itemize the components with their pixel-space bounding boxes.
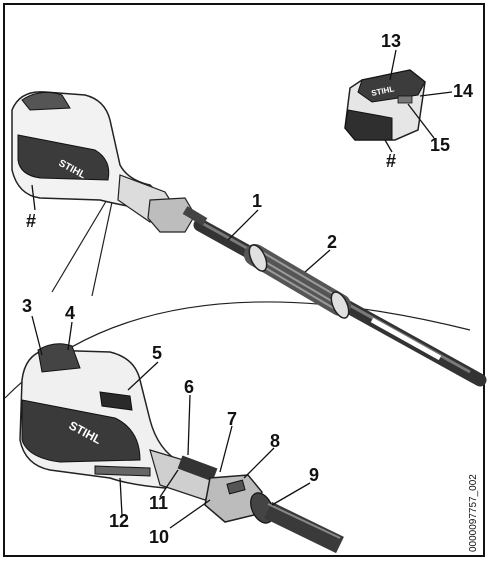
callout-6: 6 [184, 377, 195, 397]
upper-shaft [193, 218, 487, 387]
detail-leader-right [91, 201, 113, 297]
upper-housing: STIHL [11, 91, 208, 233]
callout-15: 15 [430, 135, 451, 155]
callout-4: 4 [65, 303, 76, 323]
image-code: 0000097757_002 [468, 474, 479, 552]
callout-9: 9 [309, 465, 320, 485]
callout-hash-battery: # [386, 151, 397, 171]
callout-1: 1 [252, 191, 263, 211]
leader-lines [31, 49, 453, 529]
detail-leader-left [51, 197, 109, 293]
callout-12: 12 [109, 511, 130, 531]
callout-14: 14 [453, 81, 474, 101]
callout-10: 10 [149, 527, 170, 547]
callout-2: 2 [327, 232, 338, 252]
detail-housing: STIHL [19, 343, 186, 489]
callout-13: 13 [381, 31, 402, 51]
callout-11: 11 [149, 493, 169, 513]
figure-frame [3, 3, 485, 557]
battery-pack: STIHL [344, 69, 426, 141]
callout-5: 5 [152, 343, 163, 363]
callout-8: 8 [270, 431, 281, 451]
callout-7: 7 [227, 409, 238, 429]
callout-3: 3 [22, 296, 33, 316]
detail-shaft [149, 449, 344, 554]
callout-hash-main: # [26, 211, 37, 231]
